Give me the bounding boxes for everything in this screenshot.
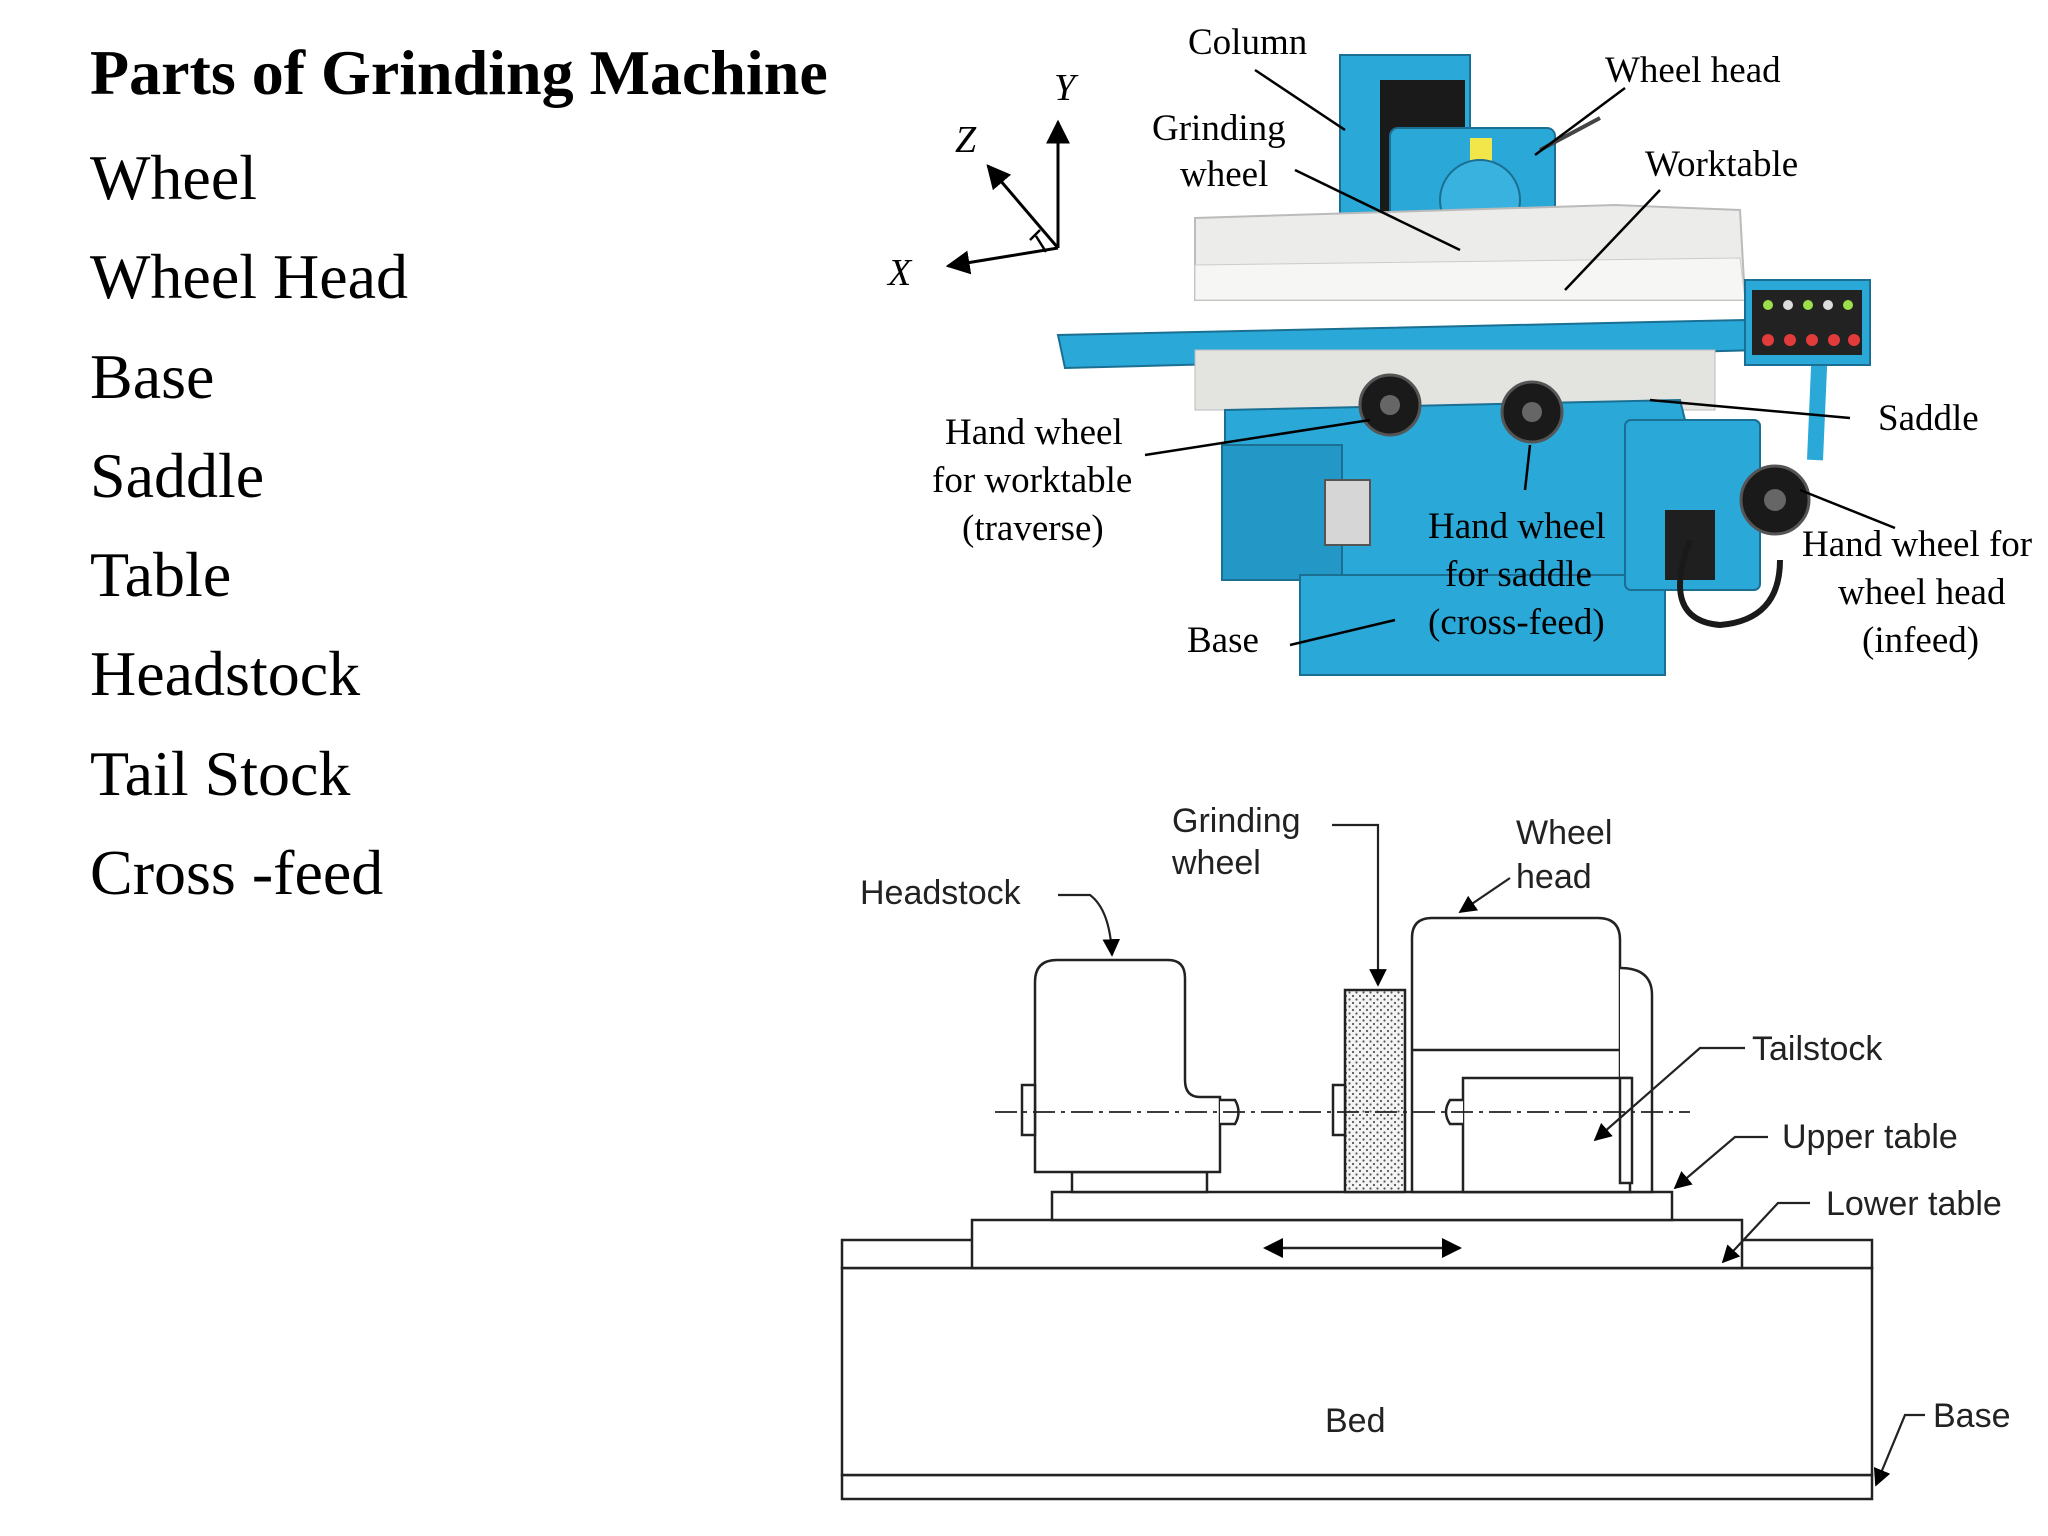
label-hw-saddle-line1: Hand wheel [1428,506,1606,547]
warning-plate-shape [1470,138,1492,164]
label-wheel-head-line1: Wheel [1516,814,1612,852]
label-hw-head-line3: (infeed) [1862,620,1979,661]
upper-table-shape [1050,1190,1674,1222]
label-worktable: Worktable [1645,144,1798,185]
axis-label-x: X [886,252,913,294]
tailstock-shape [1461,1076,1632,1194]
surface-grinder-illustration: Y Z X [886,22,2032,676]
label-column: Column [1188,22,1307,63]
axis-label-y: Y [1054,67,1079,109]
wheel-spindle-shape [1331,1083,1347,1137]
base-shape [1299,574,1666,676]
label-base: Base [1933,1397,2011,1435]
list-item: Headstock [90,638,361,710]
list-item: Tail Stock [90,737,351,809]
lower-table-shape [970,1218,1744,1270]
list-item: Wheel Head [90,241,409,313]
bed-shape [840,1266,1874,1477]
label-lower-table: Lower table [1826,1185,2002,1223]
cable-shape [1677,538,1783,629]
label-hw-saddle-line2: for saddle [1445,554,1592,595]
saddle-top-shape [1194,349,1716,411]
label-upper-table: Upper table [1782,1118,1958,1156]
magnetic-chuck-shape [1194,257,1746,301]
list-item: Saddle [90,439,265,511]
surface-grinder-leaders [1144,68,1896,647]
label-grinding-wheel-line1: Grinding [1152,108,1286,149]
axis-label-z: Z [955,119,977,161]
cylindrical-grinder-leaders [1058,823,1925,1487]
parts-list: Wheel Wheel Head Base Saddle Table Heads… [90,128,408,922]
list-item: Base [90,340,215,412]
label-saddle: Saddle [1878,398,1979,439]
list-item: Cross -feed [90,837,384,909]
label-hw-saddle-line3: (cross-feed) [1428,602,1605,643]
label-base: Base [1187,620,1259,661]
headstock-spindle-shape [1020,1083,1037,1137]
label-bed: Bed [1325,1402,1386,1440]
headstock-base-shape [1070,1170,1209,1194]
label-tailstock: Tailstock [1752,1030,1883,1068]
electrical-box-shape [1324,479,1371,546]
page-title: Parts of Grinding Machine [90,37,828,108]
headstock-shape [1033,958,1222,1174]
label-wheel-head: Wheel head [1605,50,1781,91]
label-wheel-head-line2: head [1516,858,1592,896]
label-hw-head-line2: wheel head [1838,572,2006,613]
cylindrical-grinder-diagram [840,823,1925,1501]
label-hw-head-line1: Hand wheel for [1802,524,2032,565]
label-hw-table-line2: for worktable [932,460,1132,501]
label-grinding-wheel-line1: Grinding [1172,802,1301,840]
axis-triad [945,119,1070,275]
list-item: Wheel [90,142,257,213]
grinding-wheel-shape [1343,988,1407,1194]
list-item: Table [90,539,232,611]
base-shape [840,1473,1874,1501]
label-grinding-wheel-line2: wheel [1180,154,1268,195]
label-hw-table-line1: Hand wheel [945,412,1123,453]
label-grinding-wheel-line2: wheel [1171,844,1261,882]
label-hw-table-line3: (traverse) [962,508,1104,549]
label-headstock: Headstock [860,874,1022,912]
